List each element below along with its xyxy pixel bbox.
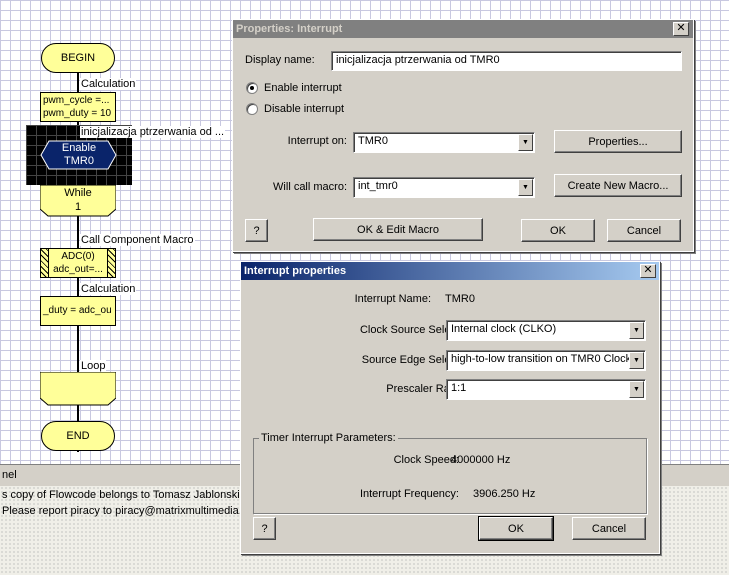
enable-interrupt-radio[interactable] [246,82,258,94]
ok-edit-macro-label: OK & Edit Macro [357,223,439,236]
interrupt-hexagon [40,140,117,170]
enable-interrupt-label[interactable]: Enable interrupt [264,82,342,94]
calculation-block-2[interactable]: _duty = adc_ou [40,296,116,326]
prescaler-value: 1:1 [451,382,467,394]
properties-close-button[interactable]: ✕ [673,22,689,36]
interrupt-ok-label: OK [508,522,524,535]
interrupt-dialog-titlebar[interactable]: Interrupt properties [241,262,659,280]
help-icon: ? [253,224,260,237]
calc1-line2: pwm_duty = 10 [43,108,112,119]
will-call-macro-value: int_tmr0 [358,180,398,192]
interrupt-line1: Enable [61,142,97,154]
interrupt-name-label: Interrupt Name: [354,293,431,305]
chevron-down-icon[interactable]: ▼ [629,322,644,339]
create-new-macro-button[interactable]: Create New Macro... [554,174,682,197]
while-line1: While [64,187,92,199]
panel-title: nel [2,469,17,481]
properties-ok-button[interactable]: OK [521,219,595,242]
source-edge-select[interactable]: high-to-low transition on TMR0 Clock ▼ [446,350,646,371]
source-edge-value: high-to-low transition on TMR0 Clock [451,353,632,365]
close-icon: ✕ [676,22,686,34]
interrupt-line2: TMR0 [64,155,94,167]
properties-cancel-label: Cancel [626,224,662,237]
properties-dialog-titlebar[interactable]: Properties: Interrupt [233,20,693,38]
properties-cancel-button[interactable]: Cancel [607,219,681,242]
prescaler-select[interactable]: 1:1 ▼ [446,379,646,400]
calc1-line1: pwm_cycle =... [43,95,110,106]
chevron-down-icon[interactable]: ▼ [518,179,533,196]
macro-line1: ADC(0) [61,251,95,262]
disable-interrupt-radio[interactable] [246,103,258,115]
properties-interrupt-dialog: Properties: Interrupt ✕ Display name: in… [232,19,694,252]
chevron-down-icon[interactable]: ▼ [629,381,644,398]
properties-button[interactable]: Properties... [554,130,682,153]
calc2-line1: _duty = adc_ou [43,305,112,316]
will-call-macro-select[interactable]: int_tmr0 ▼ [353,177,535,198]
panel-line1: s copy of Flowcode belongs to Tomasz Jab… [2,489,240,501]
properties-ok-label: OK [550,224,566,237]
interrupt-close-button[interactable]: ✕ [640,264,656,278]
clock-speed-value: 4000000 Hz [451,454,511,466]
while-block: While 1 [40,186,116,214]
close-icon: ✕ [643,264,653,276]
display-name-field[interactable]: inicjalizacja ptrzerwania od TMR0 [331,51,682,71]
interrupt-help-button[interactable]: ? [253,517,276,540]
interrupt-on-value: TMR0 [358,135,388,147]
display-name-label: Display name: [245,54,315,66]
prescaler-label: Prescaler Rate [386,383,459,395]
interrupt-name-value: TMR0 [445,293,475,305]
interrupt-cancel-button[interactable]: Cancel [572,517,646,540]
disable-interrupt-label[interactable]: Disable interrupt [264,103,345,115]
begin-block[interactable]: BEGIN [41,43,115,73]
loop-end-shape[interactable] [40,372,116,406]
macro-line2: adc_out=... [53,264,103,275]
calc2-caption: Calculation [80,283,137,295]
end-block[interactable]: END [41,421,115,451]
interrupt-properties-dialog: Interrupt properties ✕ Interrupt Name: T… [240,261,660,554]
clock-speed-label: Clock Speed: [393,454,459,466]
interrupt-frequency-value: 3906.250 Hz [473,488,536,500]
chevron-down-icon[interactable]: ▼ [518,134,533,151]
properties-dialog-title: Properties: Interrupt [236,23,343,35]
interrupt-on-label: Interrupt on: [287,135,347,147]
help-icon: ? [261,522,268,535]
loop-caption: Loop [80,360,107,372]
clock-source-value: Internal clock (CLKO) [451,323,557,335]
will-call-macro-label: Will call macro: [273,181,347,193]
macro-caption: Call Component Macro [80,234,195,246]
clock-source-label: Clock Source Select [359,324,459,336]
panel-line2: Please report piracy to piracy@matrixmul… [2,505,254,517]
clock-source-select[interactable]: Internal clock (CLKO) ▼ [446,320,646,341]
chevron-down-icon[interactable]: ▼ [629,352,644,369]
interrupt-caption: inicjalizacja ptrzerwania od ... [80,126,226,138]
properties-help-button[interactable]: ? [245,219,268,242]
calculation-block-1[interactable]: pwm_cycle =... pwm_duty = 10 [40,92,116,122]
interrupt-cancel-label: Cancel [591,522,627,535]
interrupt-on-select[interactable]: TMR0 ▼ [353,132,535,153]
interrupt-dialog-title: Interrupt properties [244,265,347,277]
source-edge-label: Source Edge Select [361,354,459,366]
calc1-caption: Calculation [80,78,137,90]
component-macro-block[interactable]: ADC(0) adc_out=... [40,248,116,278]
while-line2: 1 [74,201,82,213]
properties-button-label: Properties... [588,135,648,148]
begin-label: BEGIN [60,52,96,64]
display-name-value: inicjalizacja ptrzerwania od TMR0 [336,54,500,66]
while-shape[interactable] [40,185,116,217]
create-new-macro-label: Create New Macro... [567,179,669,192]
interrupt-ok-button[interactable]: OK [478,516,554,541]
timer-parameters-label: Timer Interrupt Parameters: [259,432,398,444]
interrupt-frequency-label: Interrupt Frequency: [359,488,459,500]
ok-edit-macro-button[interactable]: OK & Edit Macro [313,218,483,241]
timer-parameters-group [253,438,647,514]
end-label: END [66,430,90,442]
